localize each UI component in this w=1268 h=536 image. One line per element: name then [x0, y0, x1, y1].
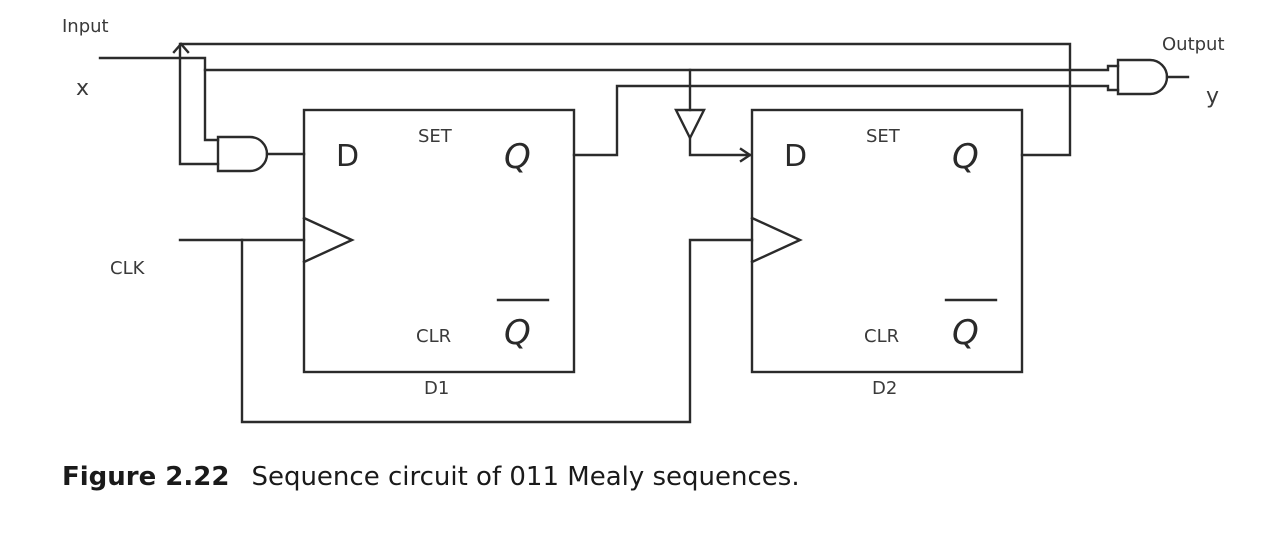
d2-input-arrowhead — [739, 147, 753, 163]
flipflop-d1-clr-label: CLR — [416, 326, 451, 347]
figure-number: Figure 2.22 — [62, 462, 230, 492]
flipflop-d2-name: D2 — [872, 378, 897, 399]
wire-clk-d2 — [240, 238, 754, 424]
circuit-diagram: Input x Output y CLK D SET Q CLR Q D1 D … — [62, 16, 1225, 424]
wire-d2-q-feedback — [178, 42, 1072, 166]
flipflop-d2-qbar-pin: Q — [952, 313, 979, 353]
y-label: y — [1206, 84, 1219, 109]
x-label: x — [76, 76, 89, 101]
wire-buffer-to-d2 — [688, 136, 752, 157]
output-label: Output — [1162, 34, 1225, 55]
wire-x-to-output-and — [203, 64, 1120, 72]
flipflop-d1-qbar-pin: Q — [504, 313, 531, 353]
clk-label: CLK — [110, 258, 146, 279]
flipflop-d1-clock-triangle — [302, 216, 355, 264]
figure-caption: Figure 2.22 Sequence circuit of 011 Mealy… — [62, 462, 800, 492]
buffer-triangle — [674, 108, 706, 141]
input-label: Input — [62, 16, 109, 37]
figure-caption-text: Sequence circuit of 011 Mealy sequences. — [251, 462, 800, 492]
flipflop-d2-q-pin: Q — [952, 137, 979, 177]
wire-d1-q-out — [572, 84, 1120, 157]
flipflop-d1-q-pin: Q — [504, 137, 531, 177]
flipflop-d1-d-pin: D — [336, 139, 359, 174]
input-and-gate — [216, 135, 269, 173]
feedback-arrowhead — [172, 42, 190, 54]
wire-input-x — [98, 56, 220, 142]
output-and-gate — [1116, 58, 1169, 96]
flipflop-d1-name: D1 — [424, 378, 449, 399]
flipflop-d2-clr-label: CLR — [864, 326, 899, 347]
flipflop-d2-d-pin: D — [784, 139, 807, 174]
flipflop-d2-clock-triangle — [750, 216, 803, 264]
flipflop-d2-set-label: SET — [866, 126, 901, 147]
flipflop-d1-set-label: SET — [418, 126, 453, 147]
